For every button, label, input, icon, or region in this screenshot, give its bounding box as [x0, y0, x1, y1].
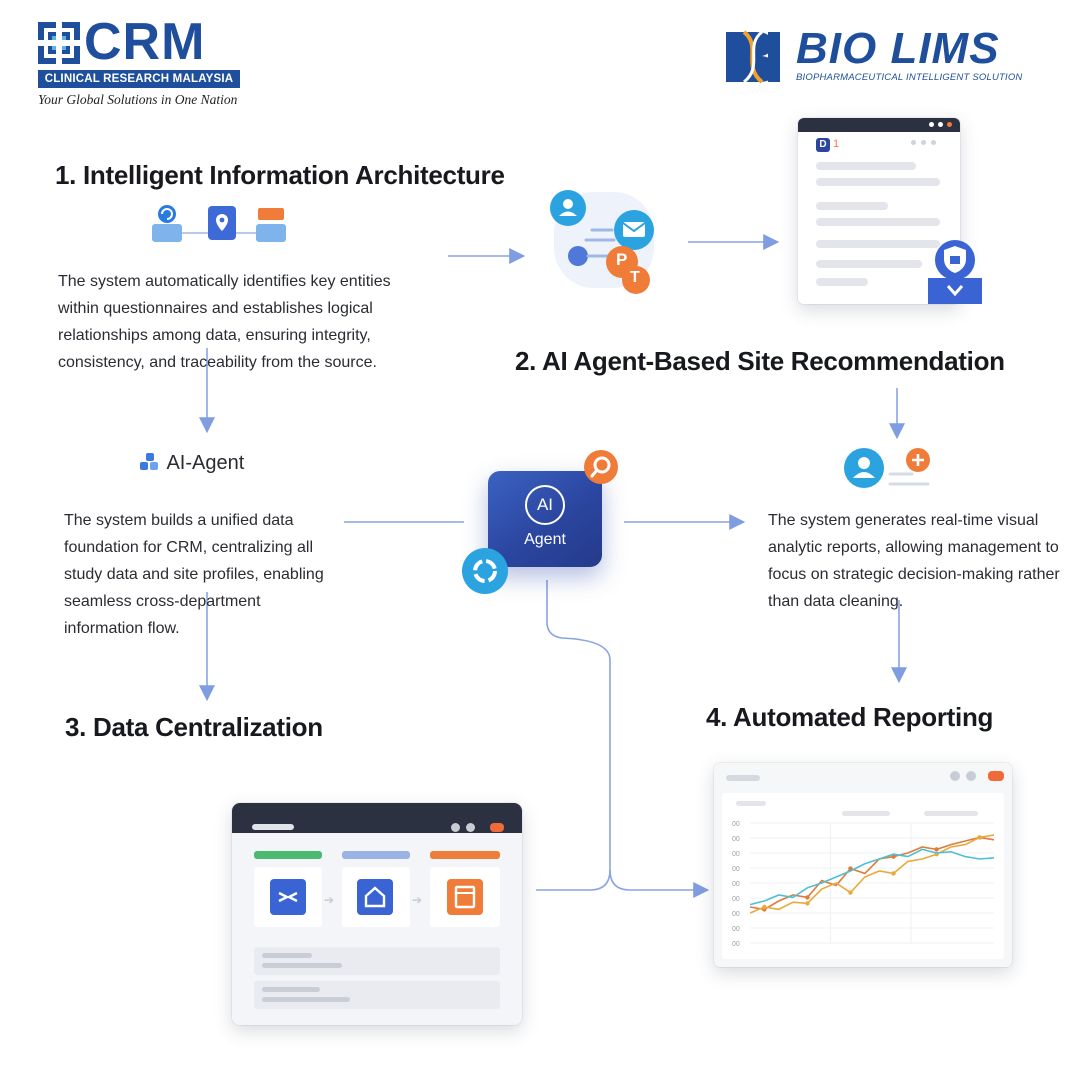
plus-icon: [906, 448, 930, 472]
ai-agent-heading: AI-Agent: [140, 452, 244, 475]
chart-series-line-3: [749, 848, 995, 906]
biolims-dna-mark-icon: [726, 30, 780, 84]
mail-icon: [614, 210, 654, 250]
chart-series-line-1: [749, 836, 995, 911]
chart-point: [891, 871, 896, 876]
ai-agent-description: The system builds a unified data foundat…: [64, 512, 324, 637]
chart-tick-label: 00: [732, 851, 740, 858]
crm-tagline: Your Global Solutions in One Nation: [38, 92, 238, 107]
recommendation-illustration: P T: [546, 186, 664, 296]
chart-point: [848, 890, 853, 895]
chart-tick-label: 00: [732, 866, 740, 873]
crm-wordmark: CRM: [84, 13, 206, 71]
sync-icon[interactable]: [460, 546, 510, 596]
user-icon: [844, 448, 884, 488]
chart-tick-label: 00: [732, 926, 740, 933]
step1-title: 1. Intelligent Information Architecture: [55, 160, 505, 190]
document-icon: [447, 879, 483, 915]
chart-tick-label: 00: [732, 881, 740, 888]
automated-report-window: 00 00 00 00 00 00 00 00 00: [714, 763, 1012, 967]
agent-node-label: Agent: [524, 531, 566, 548]
step3-title: 3. Data Centralization: [65, 712, 323, 742]
badge-t: T: [630, 269, 640, 286]
user-recommendation-illustration: [844, 448, 930, 488]
chart-point: [805, 895, 810, 900]
biolims-subtitle: BIOPHARMACEUTICAL INTELLIGENT SOLUTION: [796, 72, 1023, 83]
chart-point: [891, 854, 896, 859]
chart-tick-label: 00: [732, 821, 740, 828]
ai-ring: AI: [525, 485, 565, 525]
ai-agent-node[interactable]: AI Agent: [488, 471, 602, 567]
home-icon: [357, 879, 393, 915]
chart-tick-label: 00: [732, 941, 740, 948]
chart-tick-label: 00: [732, 896, 740, 903]
ai-agent-label: AI-Agent: [166, 452, 245, 474]
chart-series-line-2: [749, 834, 995, 914]
crm-full-name: CLINICAL RESEARCH MALAYSIA: [38, 70, 240, 88]
ai-agent-icon: [140, 453, 158, 470]
doc-badge: D: [816, 138, 830, 152]
shield-download-icon: [928, 240, 982, 304]
chart-tick-label: 00: [732, 911, 740, 918]
step2-title: 2. AI Agent-Based Site Recommendation: [515, 346, 1005, 376]
chart-point: [762, 904, 767, 910]
badge-p: P: [616, 250, 628, 269]
step4-title: 4. Automated Reporting: [706, 702, 994, 732]
site-document-window: D 1: [798, 118, 960, 304]
database-icon: [158, 205, 176, 223]
step1-description: The system automatically identifies key …: [58, 273, 391, 371]
chart-point: [934, 847, 939, 852]
line-data-to-report: [536, 869, 611, 891]
flow-icon: [270, 879, 306, 915]
doc-badge-number: 1: [833, 138, 840, 150]
chart-point: [977, 835, 982, 840]
search-icon[interactable]: [582, 448, 620, 486]
chat-bubble-icon: [550, 190, 586, 226]
line-agent-to-report: [546, 580, 710, 898]
step4-description: The system generates real-time visual an…: [768, 512, 1060, 610]
biolims-wordmark: BIO LIMS: [796, 24, 1000, 73]
crm-logo: CRM CLINICAL RESEARCH MALAYSIA Your Glob…: [38, 16, 248, 110]
info-architecture-illustration: [152, 205, 286, 242]
window-titlebar: [798, 118, 960, 132]
data-centralization-window: ➔ ➔: [232, 803, 522, 1025]
biolims-logo: BIO LIMS BIOPHARMACEUTICAL INTELLIGENT S…: [722, 24, 1042, 88]
chart-tick-label: 00: [732, 836, 740, 843]
crm-logo-mark-icon: [38, 22, 80, 64]
chart-point: [805, 901, 810, 906]
report-line-chart: 00 00 00 00 00 00 00 00 00: [732, 821, 995, 948]
